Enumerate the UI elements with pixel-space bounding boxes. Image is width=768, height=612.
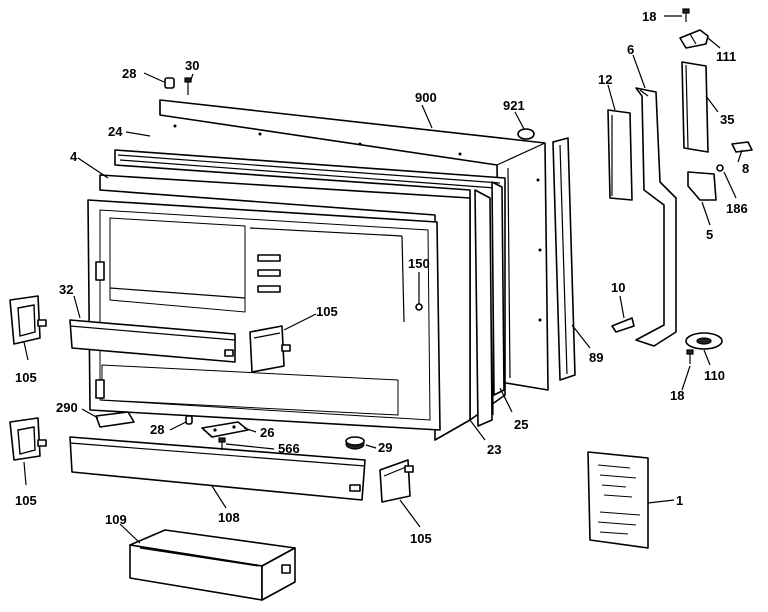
breaker-strip-89 [552,137,576,381]
label-921: 921 [503,98,525,113]
clip-10 [611,317,635,333]
label-108: 108 [218,510,240,525]
inner-door-liner [87,174,471,441]
screw-186 [716,164,724,172]
bracket-105-bottom [379,459,414,503]
label-25: 25 [514,417,528,432]
label-89: 89 [589,350,603,365]
label-30: 30 [185,58,199,73]
plug-921 [517,128,535,140]
strip-12 [607,109,633,201]
screw-566 [218,437,226,450]
bin-109 [129,529,296,601]
bracket-105-left-top [9,295,47,345]
label-110: 110 [704,368,725,383]
label-29: 29 [378,440,392,455]
door-trim-strips [474,181,505,427]
strip-35 [681,61,709,153]
label-12: 12 [598,72,612,87]
label-28-top: 28 [122,66,136,81]
screw-18-top [682,8,690,22]
screw-28-top [164,77,175,89]
label-5: 5 [706,227,713,242]
part-labels: 18 111 6 12 35 30 28 900 921 24 4 8 186 … [15,9,749,546]
label-18-top: 18 [642,9,656,24]
label-105-left-bottom: 105 [15,493,37,508]
label-150: 150 [408,256,430,271]
label-32: 32 [59,282,73,297]
pad-8 [731,141,753,153]
hinge-cover-111 [679,29,709,49]
label-186: 186 [726,201,748,216]
label-28-mid: 28 [150,422,164,437]
bracket-5 [687,171,717,201]
label-23: 23 [487,442,501,457]
shelf-bar-32 [69,319,236,363]
label-6: 6 [627,42,634,57]
label-18-bottom: 18 [670,388,684,403]
hinge-cap-110 [685,332,723,350]
label-109: 109 [105,512,127,527]
shelf-bar-108 [69,436,366,501]
bracket-105-mid [249,325,291,373]
part-150 [415,303,423,311]
part-290 [95,411,135,428]
label-105-mid: 105 [316,304,338,319]
screw-18-bottom [686,349,694,364]
hinge-plate-26 [201,421,249,438]
label-900: 900 [415,90,437,105]
label-26: 26 [260,425,274,440]
screw-28-mid [185,415,193,425]
label-105-left-top: 105 [15,370,37,385]
label-8: 8 [742,161,749,176]
label-290: 290 [56,400,78,415]
label-566: 566 [278,441,300,456]
bracket-105-left-bottom [9,417,47,461]
owners-manual [587,451,649,549]
label-35: 35 [720,112,734,127]
label-105-bottom: 105 [410,531,432,546]
label-10: 10 [611,280,625,295]
leader-lines [23,15,743,544]
cap-29 [345,436,365,450]
label-24: 24 [108,124,123,139]
label-4: 4 [70,149,78,164]
hinge-6 [635,87,677,347]
label-111: 111 [716,49,736,64]
label-1: 1 [676,493,683,508]
